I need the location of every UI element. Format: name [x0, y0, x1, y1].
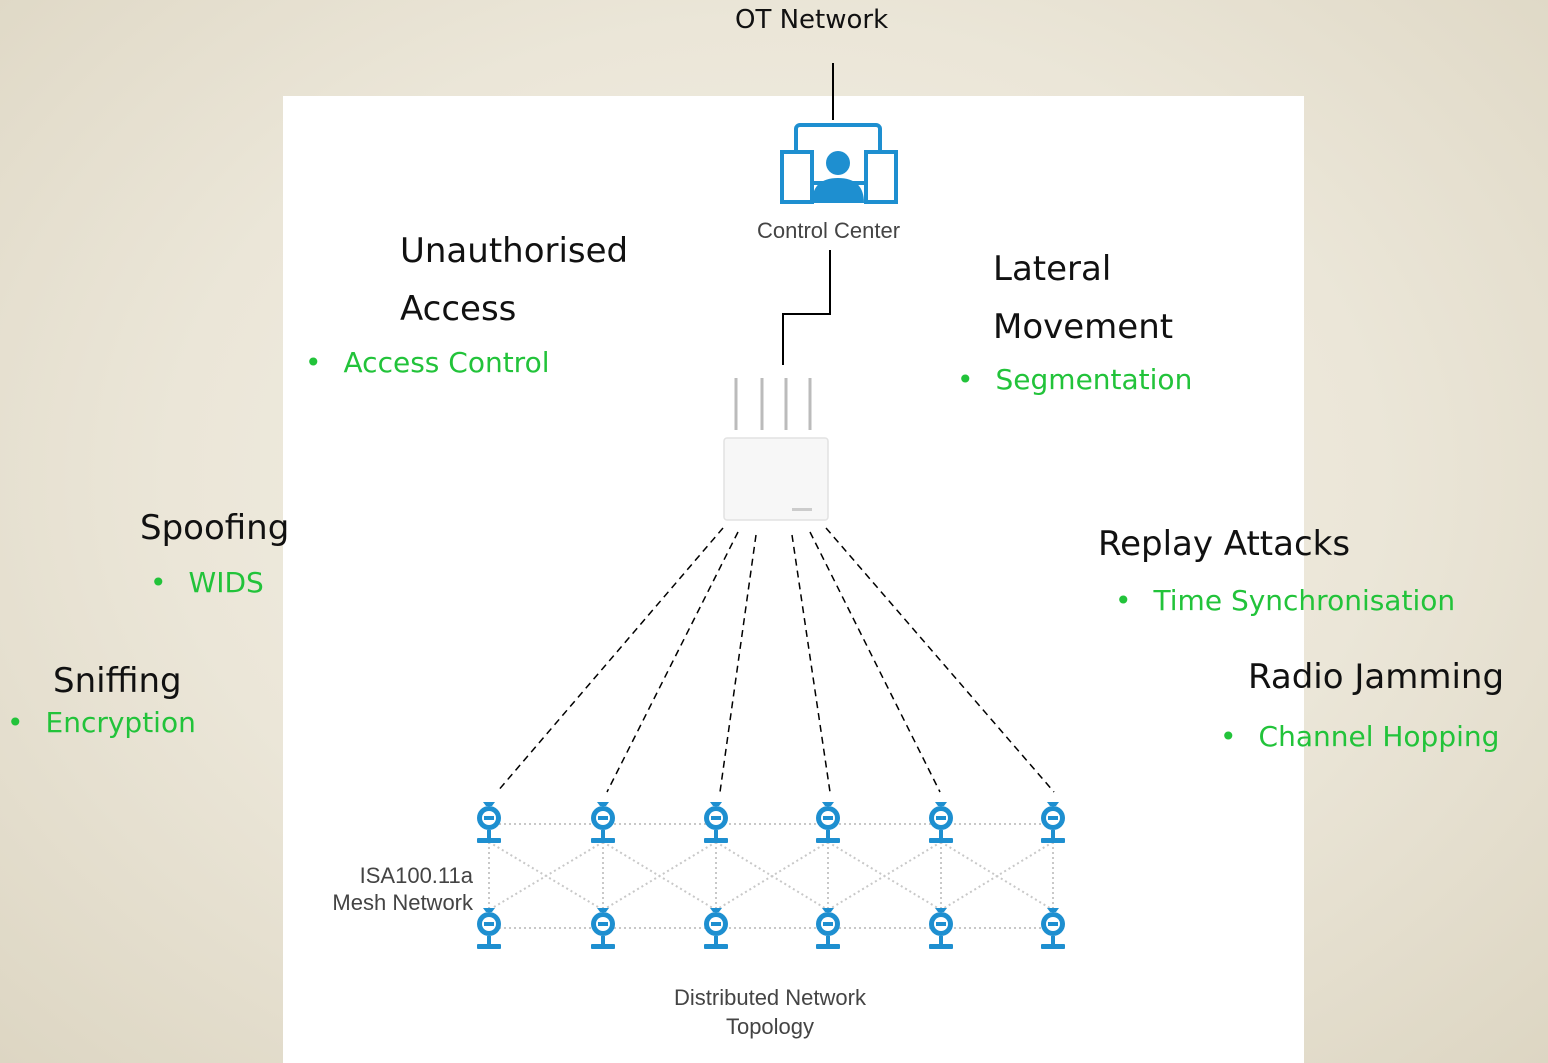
time-sync-item: • Time Synchronisation [1115, 584, 1455, 617]
unauthorised-access-title-line1: Unauthorised [400, 231, 629, 271]
access-control-label: Access Control [343, 346, 550, 379]
topology-label-line2: Topology [725, 1014, 815, 1039]
time-sync-label: Time Synchronisation [1153, 584, 1456, 617]
sensor-node-icon [929, 802, 953, 843]
sensor-node-icon [477, 802, 501, 843]
lateral-movement-title-line2: Movement [993, 307, 1174, 347]
replay-attacks-title: Replay Attacks [1098, 524, 1351, 564]
mesh-label-line1: ISA100.11a [359, 863, 473, 888]
segmentation-label: Segmentation [995, 363, 1193, 396]
channel-hopping-item: • Channel Hopping [1220, 720, 1499, 753]
mesh-links [488, 823, 1054, 929]
wids-item: • WIDS [150, 566, 264, 599]
encryption-label: Encryption [45, 706, 196, 739]
sensor-node-icon [929, 908, 953, 949]
bullet-icon: • [957, 363, 974, 396]
sensor-node-icon [591, 908, 615, 949]
sensor-node-icon [816, 802, 840, 843]
bullet-icon: • [150, 566, 167, 599]
sensor-nodes [477, 802, 1065, 949]
bullet-icon: • [305, 346, 322, 379]
mesh-label-line2: Mesh Network [332, 890, 473, 915]
spoofing-title: Spoofing [140, 508, 290, 548]
control-center-label: Control Center [757, 218, 901, 243]
gateway-link-line [782, 250, 831, 365]
bullet-icon: • [1220, 720, 1237, 753]
wids-label: WIDS [188, 566, 264, 599]
bullet-icon: • [7, 706, 24, 739]
unauthorised-access-title-line2: Access [400, 289, 517, 329]
sensor-node-icon [477, 908, 501, 949]
wireless-links [496, 527, 1055, 793]
diagram-panel [283, 96, 1304, 1063]
sensor-node-icon [704, 908, 728, 949]
radio-jamming-title: Radio Jamming [1248, 657, 1505, 697]
sniffing-title: Sniffing [53, 661, 182, 701]
mesh-network-label: ISA100.11a Mesh Network [321, 862, 473, 916]
control-center-icon [780, 123, 898, 204]
sensor-node-icon [1041, 908, 1065, 949]
lateral-movement-title-line1: Lateral [993, 249, 1112, 289]
sensor-node-icon [591, 802, 615, 843]
topology-label-line1: Distributed Network [674, 985, 866, 1010]
ot-network-label: OT Network [735, 5, 889, 35]
encryption-item: • Encryption [7, 706, 196, 739]
channel-hopping-label: Channel Hopping [1258, 720, 1500, 753]
segmentation-item: • Segmentation [957, 363, 1192, 396]
unauthorised-access-title: Unauthorised Access [400, 222, 628, 338]
bullet-icon: • [1115, 584, 1132, 617]
lateral-movement-title: Lateral Movement [993, 240, 1173, 356]
access-control-item: • Access Control [305, 346, 549, 379]
topology-label: Distributed Network Topology [650, 983, 890, 1041]
sensor-node-icon [704, 802, 728, 843]
sensor-node-icon [1041, 802, 1065, 843]
wireless-gateway-icon [723, 378, 829, 521]
sensor-node-icon [816, 908, 840, 949]
